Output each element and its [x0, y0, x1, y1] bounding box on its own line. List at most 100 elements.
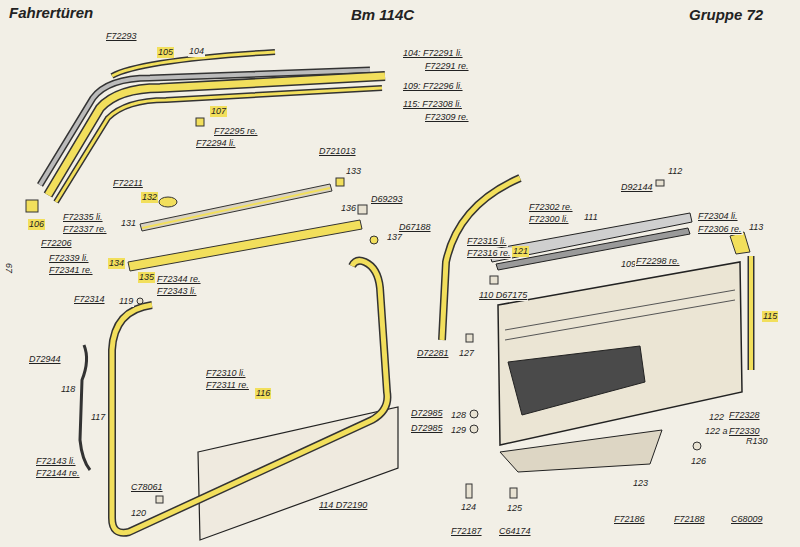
callout-number: 116 — [255, 388, 271, 399]
callout-number: 112 — [667, 166, 683, 177]
part-number: F72339 li. — [48, 253, 90, 264]
callout-number: 113 — [748, 222, 764, 233]
part-number: F72316 re. — [466, 248, 512, 259]
screw — [466, 484, 472, 498]
callout-number: 125 — [506, 503, 523, 514]
armrest — [508, 346, 645, 415]
door-pocket — [500, 430, 662, 472]
part-number: C64174 — [498, 526, 532, 537]
callout-number: 104 — [188, 46, 205, 57]
callout-number: 104: F72291 li. — [402, 48, 464, 59]
perforated-sheet — [198, 407, 398, 540]
panel-line — [505, 300, 735, 340]
callout-number: 123 — [632, 478, 649, 489]
clip — [656, 180, 664, 186]
part-number: F72206 — [40, 238, 73, 249]
clip — [336, 178, 344, 186]
part-number: R130 — [745, 436, 769, 447]
part-number: F72300 li. — [528, 214, 570, 225]
callout-number: 115 — [762, 311, 778, 322]
part-number: D72944 — [28, 354, 62, 365]
part-number: C78061 — [130, 482, 164, 493]
belt-strip — [140, 184, 332, 231]
part-number: F72341 re. — [48, 265, 94, 276]
end-piece — [730, 232, 750, 254]
part-number: D92144 — [620, 182, 654, 193]
callout-number: 117 — [90, 412, 106, 423]
part-number: F72337 re. — [62, 224, 108, 235]
part-number: F72295 re. — [213, 126, 259, 137]
part-number: F72335 li. — [62, 212, 104, 223]
callout-number: 126 — [690, 456, 707, 467]
clip — [358, 205, 367, 214]
page-title: Fahrertüren — [8, 4, 94, 22]
part-number: F72186 — [613, 514, 646, 525]
clip — [137, 298, 143, 304]
part-number: F72298 re. — [635, 256, 681, 267]
header-text: Gruppe 72 — [688, 6, 764, 24]
page-number: 67 — [3, 262, 14, 274]
clip — [470, 410, 478, 418]
callout-number: 105 — [157, 47, 174, 58]
part-number: F72293 — [105, 31, 138, 42]
window-strip — [56, 88, 382, 202]
callout-number: 136 — [340, 203, 357, 214]
belt-strip-highlight — [142, 188, 330, 228]
door-seal — [112, 261, 387, 533]
strip-outline — [748, 256, 755, 370]
callout-number: 134 — [108, 258, 125, 269]
callout-number: 119 — [118, 296, 134, 307]
part-number: D72281 — [416, 348, 450, 359]
part-number: F72143 li. — [35, 456, 77, 467]
part-number: F72294 li. — [195, 138, 237, 149]
callout-number: 107 — [210, 106, 227, 117]
callout-number: 121 — [512, 246, 529, 257]
callout-number: 110 D67175 — [478, 290, 528, 301]
callout-number: 129 — [450, 425, 467, 436]
belt-seal — [128, 220, 362, 271]
part-number: F72291 re. — [424, 61, 470, 72]
handle-part — [159, 197, 177, 207]
part-number: F72311 re. — [205, 380, 250, 391]
clip — [510, 488, 517, 498]
callout-number: 111 — [583, 212, 599, 223]
part-number: F72302 re. — [528, 202, 574, 213]
part-number: C68009 — [730, 514, 764, 525]
part-number: F72144 re. — [35, 468, 81, 479]
part-number: D69293 — [370, 194, 404, 205]
callout-number: 135 — [138, 272, 155, 283]
part-number: F72310 li. — [205, 368, 247, 379]
part-number: F72211 — [112, 178, 144, 189]
part-number: F72304 li. — [697, 211, 739, 222]
clip — [470, 425, 478, 433]
callout-number: 109: F72296 li. — [402, 81, 464, 92]
nut — [156, 496, 163, 503]
part-number: F72188 — [673, 514, 706, 525]
end-cap — [26, 200, 38, 212]
part-number: F72309 re. — [424, 112, 470, 123]
callout-number: 133 — [345, 166, 362, 177]
callout-number: 114 D72190 — [318, 500, 368, 511]
strip-outline — [56, 88, 382, 202]
part-number: D721013 — [318, 146, 357, 157]
callout-number: 137 — [386, 232, 403, 243]
callout-number: 124 — [460, 502, 477, 513]
clip — [196, 118, 204, 126]
panel-line — [505, 290, 735, 330]
callout-number: 128 — [450, 410, 467, 421]
callout-number: 106 — [28, 219, 45, 230]
callout-number: 132 — [141, 192, 158, 203]
part-number: F72187 — [450, 526, 483, 537]
header-text: Bm 114C — [350, 6, 415, 24]
callout-number: 120 — [130, 508, 147, 519]
plug — [370, 236, 378, 244]
part-number: F72328 — [728, 410, 761, 421]
part-number: D67188 — [398, 222, 432, 233]
window-strip — [496, 228, 690, 270]
edge-seal — [749, 256, 753, 370]
part-number: F72344 re. — [156, 274, 202, 285]
callout-number: 122 — [708, 412, 725, 423]
door-trim-panel — [498, 262, 742, 445]
callout-number: 131 — [120, 218, 137, 229]
seal-outline — [112, 261, 387, 533]
